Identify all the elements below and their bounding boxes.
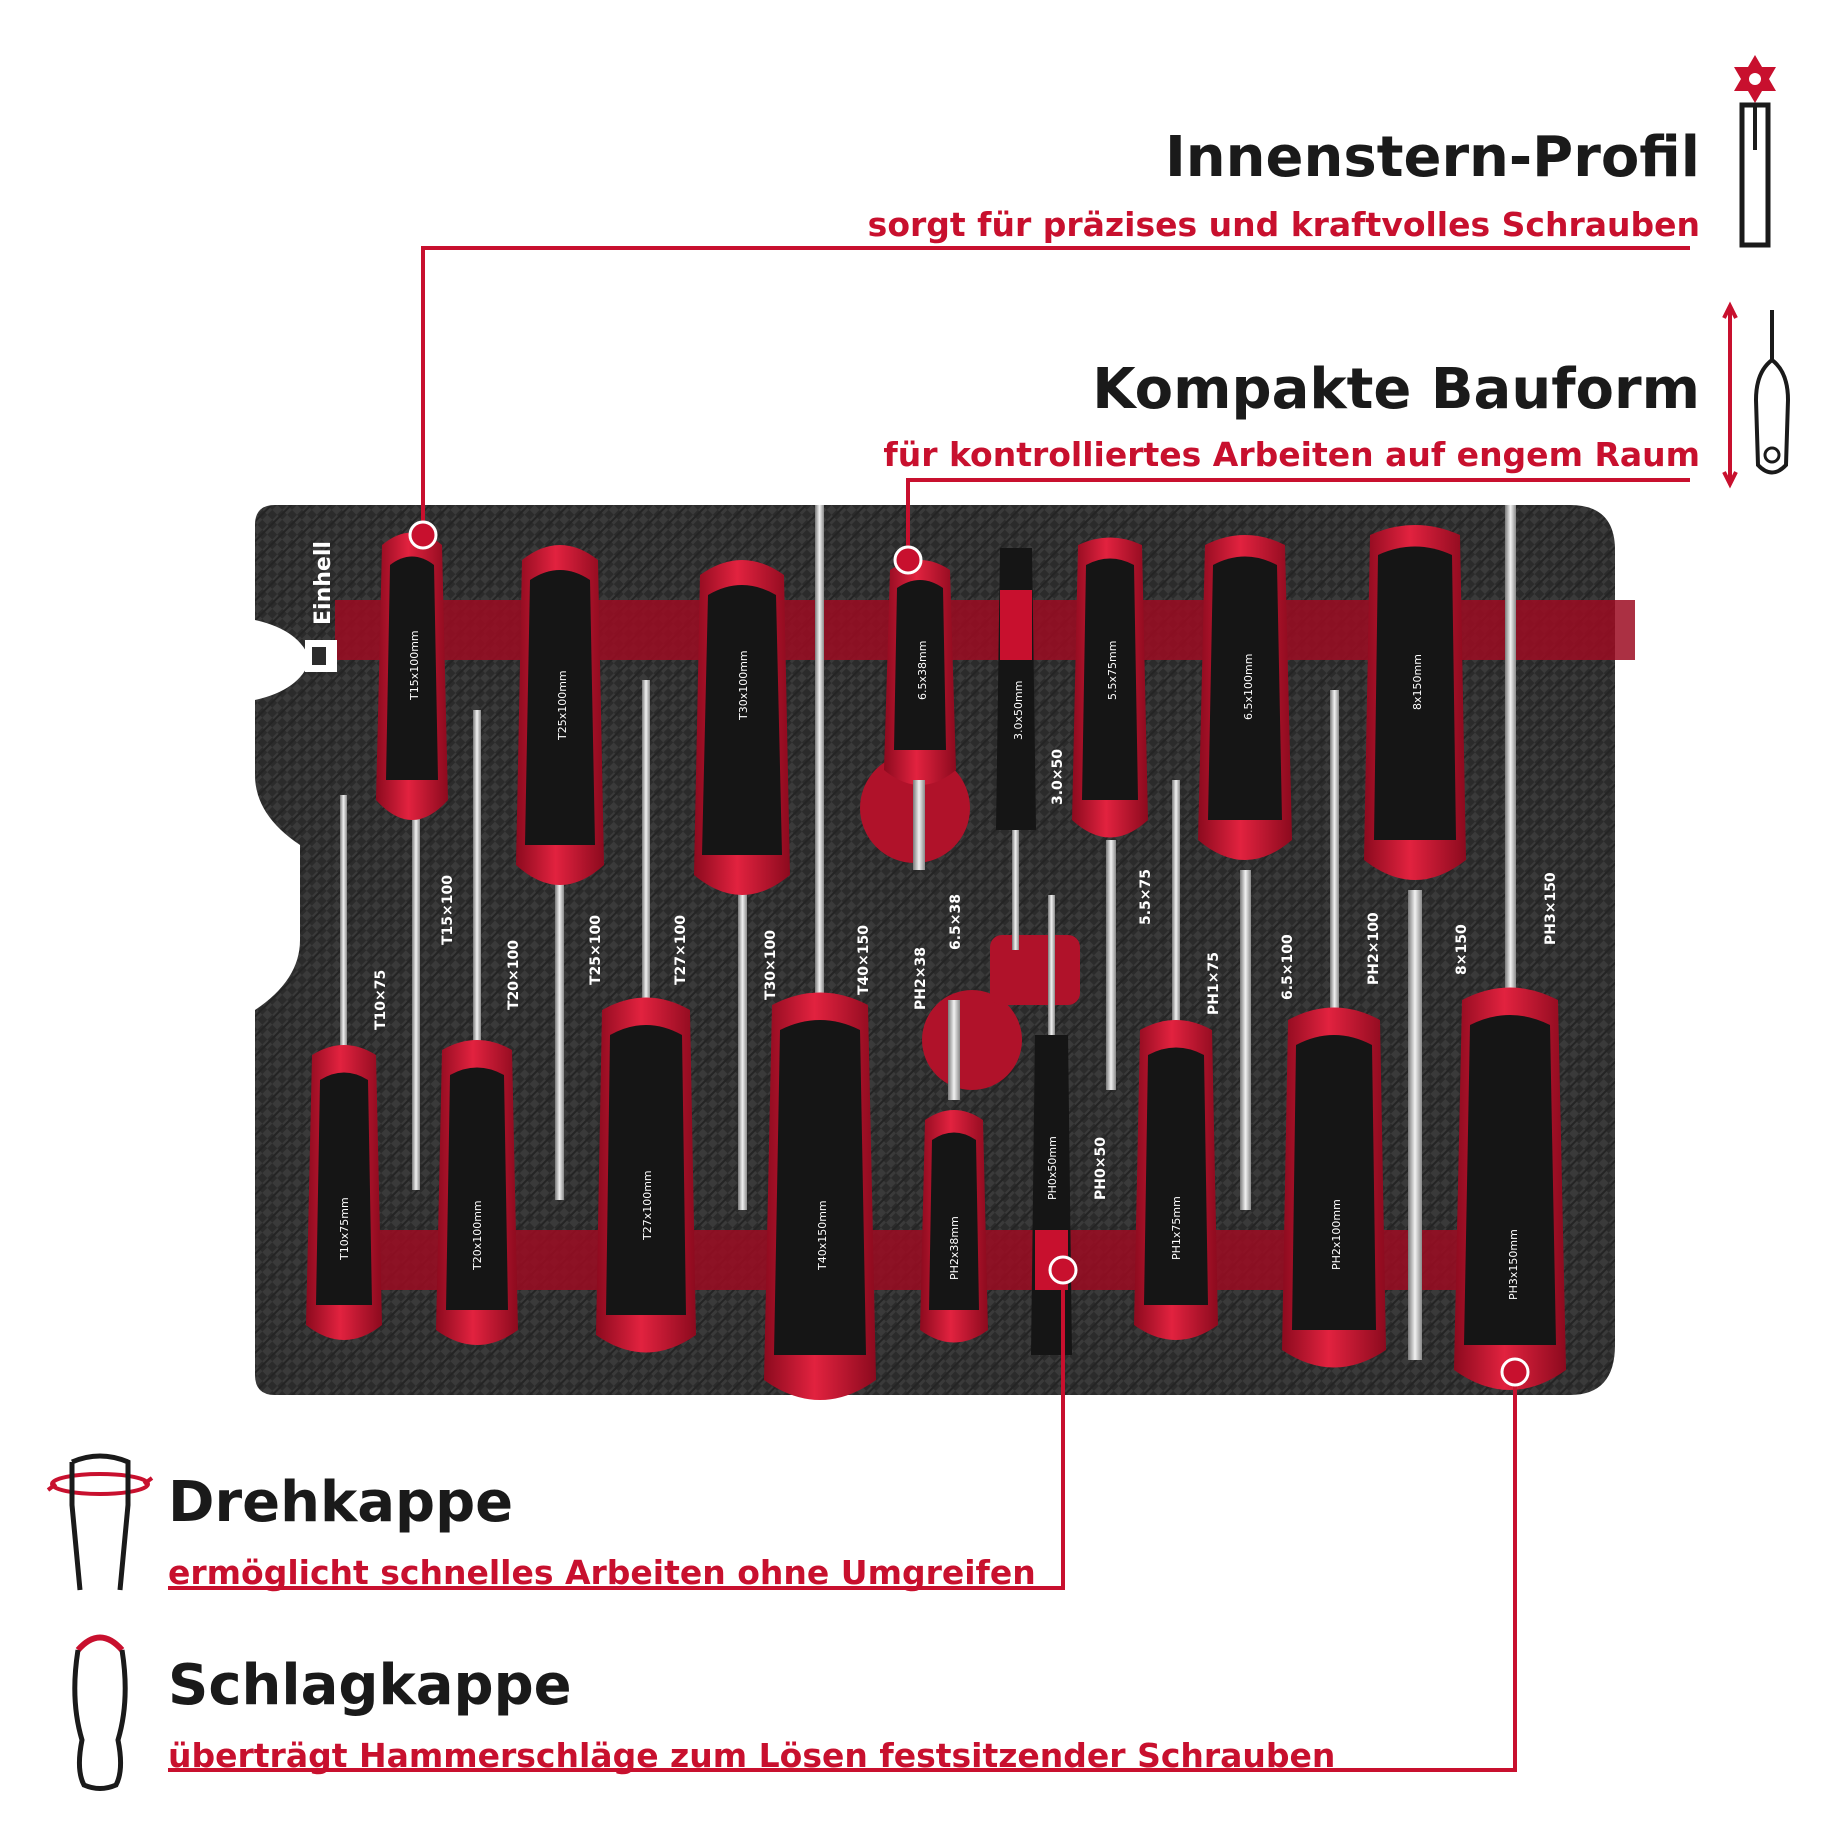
screwdriver-3-0x50: 3.0x50mm [996,548,1036,950]
einhell-logo-icon: Einhell [305,541,337,672]
handle-label-t25: T25x100mm [556,670,569,741]
handle-label-6-5x38: 6.5x38mm [916,641,929,700]
impact-cap-icon [72,1634,128,1791]
feature-title-kompakt: Kompakte Bauform [1092,357,1700,422]
screwdriver-t10: T10x75mm [306,795,382,1340]
screwdriver-6-5x38: 6.5x38mm [884,560,956,870]
rotating-cap-icon [46,1453,154,1591]
tray-label-t15: T15×100 [440,875,456,945]
screwdriver-8x150: 8x150mm [1364,525,1466,1360]
screwdriver-5-5x75: 5.5x75mm [1072,537,1148,1090]
brand-name: Einhell [311,541,336,625]
tray-label-ph2x38: PH2×38 [913,947,929,1010]
screwdriver-t20: T20x100mm [436,710,518,1345]
handle-label-t20: T20x100mm [471,1200,484,1271]
feature-title-schlagkappe: Schlagkappe [168,1653,572,1718]
callout-dot-kompakt [893,545,923,575]
screwdriver-6-5x100: 6.5x100mm [1198,535,1292,1210]
feature-subtitle-drehkappe: ermöglicht schnelles Arbeiten ohne Umgre… [168,1553,1036,1592]
screwdriver-t40: T40x150mm [764,505,876,1400]
callout-lines [168,246,1690,1772]
tray-label-t25: T25×100 [588,915,604,985]
torx-bit-icon [1734,55,1776,248]
screwdriver-ph2x100: PH2x100mm [1282,690,1386,1368]
callout-line-schlagkappe [168,1372,1517,1772]
tray-size-labels: T10×75 T15×100 T20×100 T25×100 T27×100 T… [373,749,1559,1200]
handle-label-ph1x75: PH1x75mm [1170,1196,1183,1260]
handle-label-t40: T40x150mm [816,1200,829,1271]
tray-label-ph2x100: PH2×100 [1366,912,1382,985]
tray-label-ph0x50: PH0×50 [1093,1137,1109,1200]
callout-line-innenstern [421,246,1690,535]
feature-drehkappe: Drehkappe ermöglicht schnelles Arbeiten … [168,1470,1036,1592]
screwdriver-t30: T30x100mm [694,560,790,1210]
handle-label-ph3x150: PH3x150mm [1507,1229,1520,1300]
tray-label-t20: T20×100 [506,940,522,1010]
handle-label-t15: T15x100mm [408,630,421,701]
screwdriver-ph1x75: PH1x75mm [1134,780,1218,1340]
tray-label-3-0x50: 3.0×50 [1050,749,1066,805]
feature-subtitle-kompakt: für kontrolliertes Arbeiten auf engem Ra… [883,435,1700,474]
tray-label-t30: T30×100 [763,930,779,1000]
compact-screwdriver-icon [1722,301,1791,489]
feature-title-drehkappe: Drehkappe [168,1470,514,1535]
callout-line-kompakt [906,478,1690,560]
callout-dot-innenstern [408,520,438,550]
tray-label-t10: T10×75 [373,970,389,1030]
screwdriver-t15: T15x100mm [376,532,448,1190]
callout-dot-drehkappe [1048,1255,1078,1285]
tray-label-ph3x150: PH3×150 [1543,872,1559,945]
feature-subtitle-schlagkappe: überträgt Hammerschläge zum Lösen festsi… [168,1736,1336,1775]
tray-label-5-5x75: 5.5×75 [1138,869,1154,925]
feature-kompakt: Kompakte Bauform für kontrolliertes Arbe… [700,357,1700,474]
feature-subtitle-innenstern: sorgt für präzises und kraftvolles Schra… [867,205,1700,244]
handle-label-ph0x50: PH0x50mm [1046,1136,1059,1200]
tray-label-ph1x75: PH1×75 [1206,952,1222,1015]
handle-label-3-0x50: 3.0x50mm [1012,681,1025,740]
feature-innenstern: Innenstern-Profil sorgt für präzises und… [700,125,1700,244]
callout-line-drehkappe [168,1270,1065,1590]
handle-label-t30: T30x100mm [737,650,750,721]
handle-label-t27: T27x100mm [641,1170,654,1241]
handle-label-ph2x100: PH2x100mm [1330,1199,1343,1270]
feature-title-innenstern: Innenstern-Profil [1164,125,1700,190]
callout-dot-schlagkappe [1500,1357,1530,1387]
callout-dots [408,520,1530,1387]
tray-label-8x150: 8×150 [1454,924,1470,975]
tray-label-t40: T40×150 [856,925,872,995]
handle-label-5-5x75: 5.5x75mm [1106,641,1119,700]
tray-label-6-5x100: 6.5×100 [1280,934,1296,1000]
tray-label-6-5x38: 6.5×38 [948,894,964,950]
handle-label-ph2x38: PH2x38mm [948,1216,961,1280]
screwdriver-t27: T27x100mm [596,680,696,1353]
screwdriver-t25: T25x100mm [516,545,604,1200]
handle-label-6-5x100: 6.5x100mm [1242,654,1255,720]
tray-label-t27: T27×100 [673,915,689,985]
screwdriver-ph3x150: PH3x150mm [1454,505,1566,1390]
screwdriver-ph2x38: PH2x38mm [920,1000,988,1343]
handle-label-t10: T10x75mm [338,1197,351,1261]
handle-label-8x150: 8x150mm [1411,654,1424,710]
feature-schlagkappe: Schlagkappe überträgt Hammerschläge zum … [168,1653,1336,1775]
